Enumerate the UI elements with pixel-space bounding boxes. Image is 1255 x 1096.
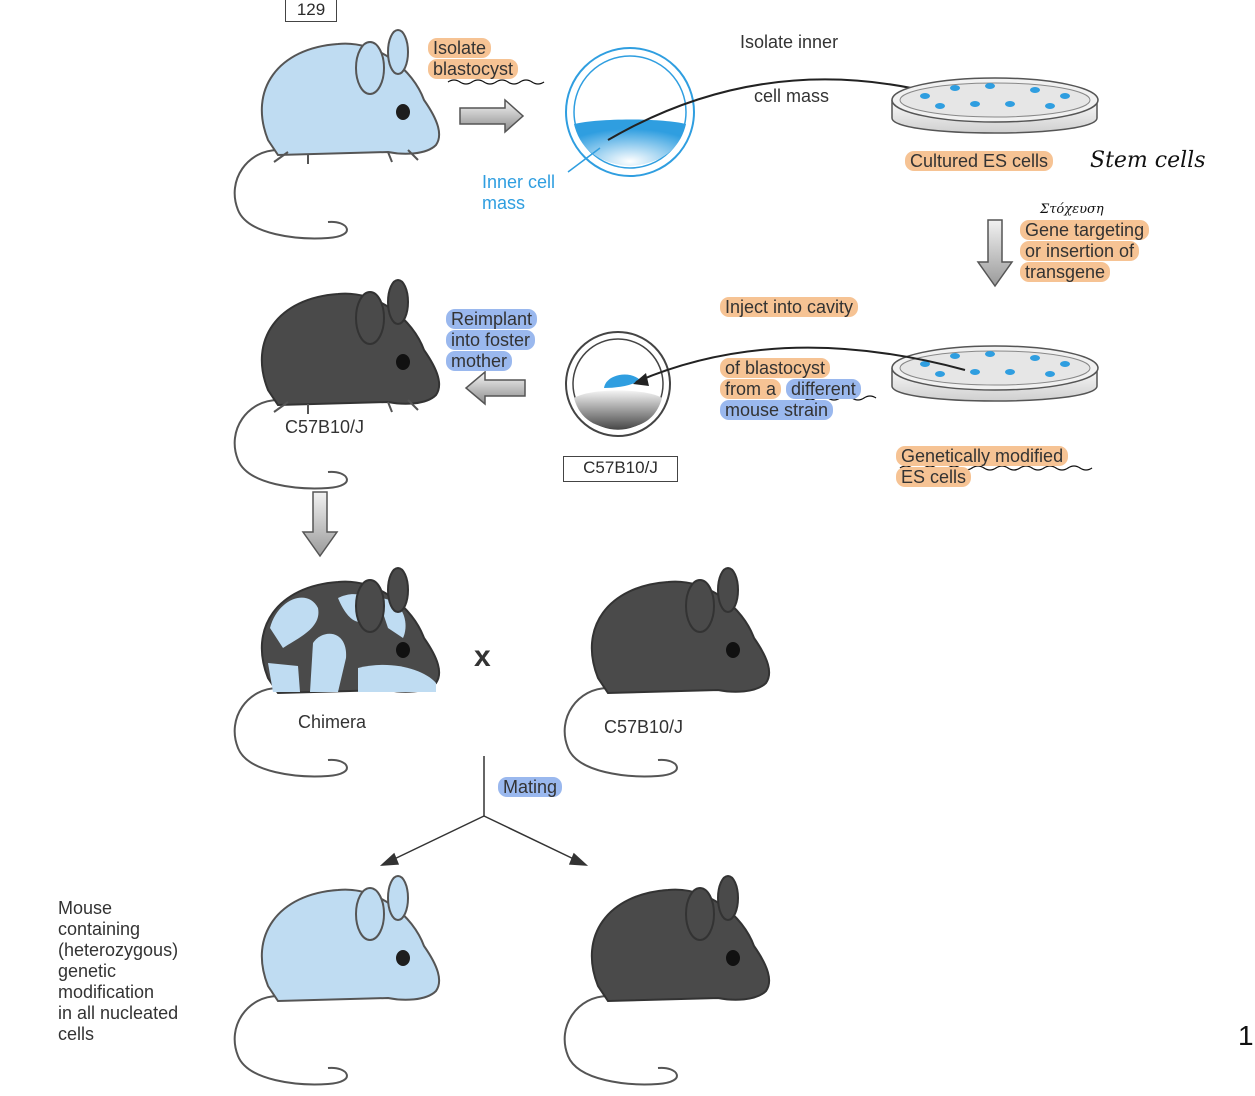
text-insertion: or insertion of: [1020, 241, 1140, 261]
text-mother: mother: [446, 351, 513, 371]
label-reimplant: Reimplant into foster mother: [446, 309, 538, 372]
label-chimera: Chimera: [298, 712, 367, 732]
offspring-note: Mouse containing (heterozygous) genetic …: [58, 898, 178, 1045]
note-line: genetic: [58, 961, 117, 981]
label-cultured-es: Cultured ES cells: [905, 151, 1054, 172]
mouse-c57-cross: [563, 567, 771, 778]
strain-box-c57: C57B10/J: [563, 456, 678, 482]
mouse-129-top: [233, 29, 441, 240]
label-mating: Mating: [498, 777, 563, 798]
petri-dish-top: [891, 77, 1099, 134]
text-inner-cell: Inner cell: [482, 172, 556, 192]
label-c57-middle: C57B10/J: [285, 417, 365, 437]
note-line: (heterozygous): [58, 940, 179, 960]
note-line: Mouse: [58, 898, 113, 918]
handwritten-stem-cells: Stem cells: [1090, 148, 1206, 173]
text-gene-targeting: Gene targeting: [1020, 220, 1150, 240]
text-blastocyst: blastocyst: [428, 59, 519, 79]
label-inject-blastocyst: of blastocyst from a different mouse str…: [720, 358, 861, 421]
text-transgene: transgene: [1020, 262, 1111, 282]
arrow-right-top: [459, 98, 525, 134]
note-line: modification: [58, 982, 155, 1002]
text-mass: mass: [482, 193, 526, 213]
label-isolate-blastocyst: Isolate blastocyst: [428, 38, 519, 80]
cross-symbol: x: [474, 640, 491, 673]
arrow-down-right: [976, 219, 1014, 288]
text-of-blastocyst: of blastocyst: [720, 358, 831, 378]
text-mating: Mating: [498, 777, 563, 797]
text-isolate: Isolate: [428, 38, 492, 58]
text-into-foster: into foster: [446, 330, 536, 350]
mouse-offspring-wildtype: [563, 875, 771, 1086]
mouse-chimera: [233, 567, 441, 778]
note-line: in all nucleated: [58, 1003, 179, 1023]
label-c57-cross: C57B10/J: [604, 717, 684, 737]
label-cell-mass: cell mass: [754, 86, 830, 106]
squiggle-modified: [899, 465, 1093, 471]
blastocyst-top: [565, 47, 977, 177]
text-genetically-modified: Genetically modified: [896, 446, 1069, 466]
label-inject-cavity: Inject into cavity: [720, 297, 859, 318]
text-different: different: [786, 379, 861, 399]
label-gene-targeting: Gene targeting or insertion of transgene: [1020, 220, 1150, 283]
arrow-left-middle: [464, 370, 526, 406]
text-inject: Inject into cavity: [720, 297, 859, 317]
strain-box-129: 129: [285, 0, 337, 22]
text-es-cells: ES cells: [896, 467, 972, 487]
squiggle-blastocyst: [447, 79, 545, 85]
note-line: containing: [58, 919, 141, 939]
text-reimplant: Reimplant: [446, 309, 538, 329]
blastocyst-middle: [565, 331, 966, 437]
handwritten-greek-note: Στόχευση: [1040, 202, 1104, 217]
text-cultured-es: Cultured ES cells: [905, 151, 1054, 171]
text-from-a: from a: [720, 379, 782, 399]
arrow-down-left: [301, 491, 339, 558]
label-isolate-inner: Isolate inner: [740, 32, 839, 52]
label-modified-es: Genetically modified ES cells: [896, 446, 1069, 488]
note-line: cells: [58, 1024, 95, 1044]
mouse-offspring-modified: [233, 875, 441, 1086]
mouse-c57-middle: [233, 279, 441, 490]
page-number: 1: [1238, 1020, 1254, 1051]
text-mouse-strain: mouse strain: [720, 400, 834, 420]
petri-dish-middle: [891, 345, 1099, 402]
mating-branch: [379, 756, 589, 866]
label-inner-cell-mass: Inner cell mass: [482, 172, 555, 214]
